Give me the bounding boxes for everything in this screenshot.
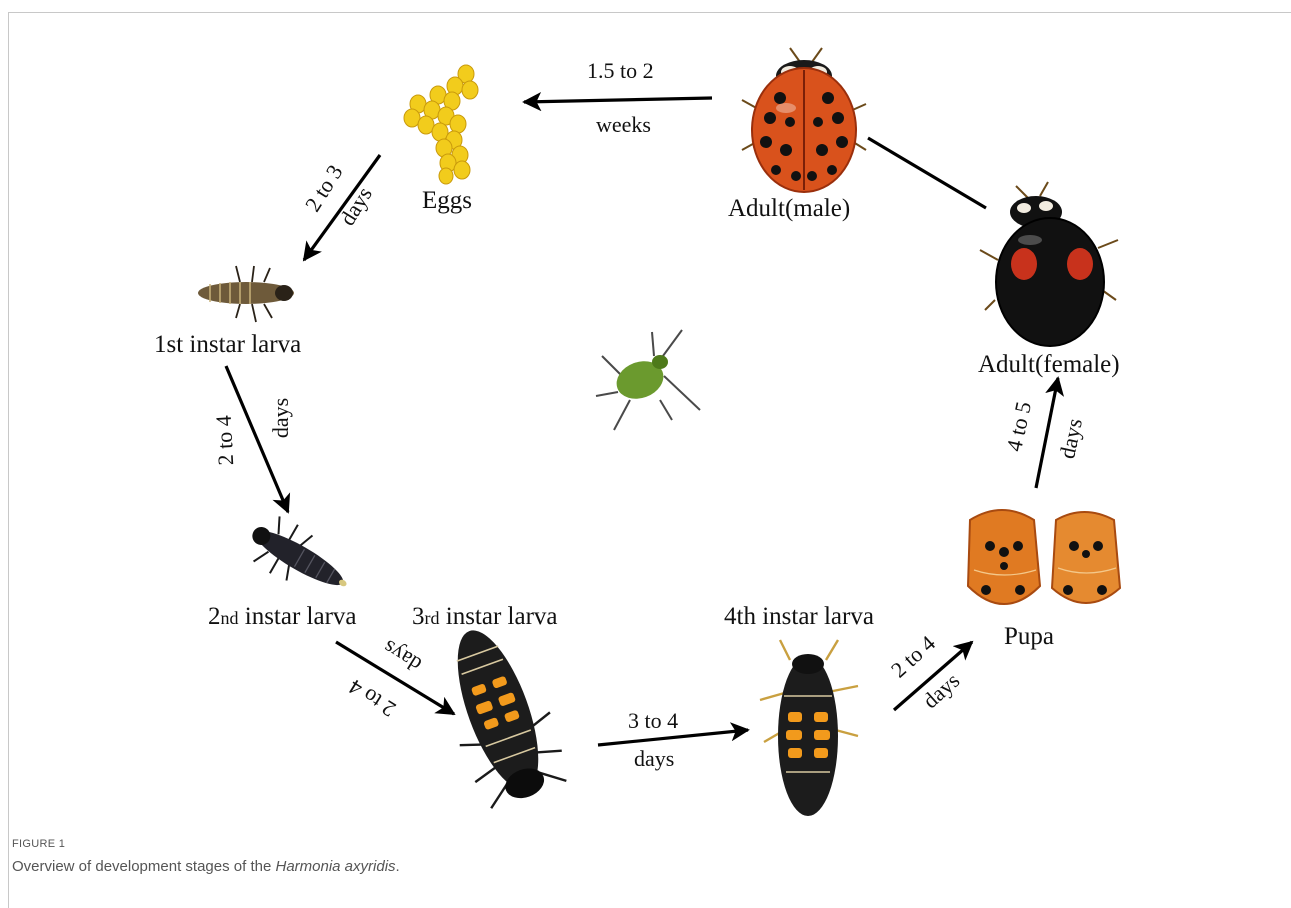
label-second-instar: 2nd instar larva — [208, 603, 357, 630]
first-instar-larva-image — [198, 266, 294, 322]
duration-fourth-to-pupa-bottom: days — [918, 668, 965, 714]
duration-pupa-to-female-top: 4 to 5 — [1001, 399, 1036, 453]
duration-male-to-eggs-bottom: weeks — [596, 112, 651, 137]
life-cycle-diagram: Eggs Adult(male) 1st instar larva Adult(… — [0, 0, 1291, 830]
label-adult-female: Adult(female) — [978, 351, 1120, 378]
label-pupa: Pupa — [1004, 623, 1054, 650]
third-instar-larva-image — [424, 615, 574, 813]
label-eggs: Eggs — [422, 187, 472, 214]
eggs-image — [404, 65, 478, 184]
fourth-instar-larva-image — [760, 640, 858, 816]
duration-first-to-second-top: 2 to 4 — [211, 415, 239, 466]
duration-third-to-fourth-bottom: days — [634, 746, 674, 771]
connector-male-female — [868, 138, 986, 208]
caption-prefix: Overview of development stages of the — [12, 858, 275, 875]
second-instar-larva-image — [240, 507, 361, 609]
arrow-male-to-eggs — [524, 98, 712, 102]
pupa-image — [968, 510, 1120, 604]
duration-second-to-third-top: 2 to 4 — [344, 674, 400, 722]
label-adult-male: Adult(male) — [728, 195, 850, 222]
adult-male-image — [742, 48, 866, 192]
label-fourth-instar: 4th instar larva — [724, 603, 874, 630]
label-third-instar: 3rd instar larva — [412, 603, 558, 630]
figure-label: FIGURE 1 — [12, 838, 65, 850]
duration-first-to-second-bottom: days — [268, 398, 293, 438]
arrow-pupa-to-female — [1036, 378, 1058, 488]
duration-eggs-to-first-bottom: days — [334, 182, 377, 229]
caption-suffix: . — [396, 858, 400, 875]
duration-male-to-eggs-top: 1.5 to 2 — [587, 58, 654, 83]
duration-pupa-to-female-bottom: days — [1054, 416, 1087, 461]
figure-caption: Overview of development stages of the Ha… — [12, 858, 400, 875]
duration-fourth-to-pupa-top: 2 to 4 — [886, 630, 940, 682]
adult-female-image — [980, 182, 1118, 346]
aphid-image — [596, 330, 700, 430]
caption-species: Harmonia axyridis — [275, 858, 395, 875]
duration-third-to-fourth-top: 3 to 4 — [628, 708, 678, 733]
label-first-instar: 1st instar larva — [154, 331, 301, 358]
